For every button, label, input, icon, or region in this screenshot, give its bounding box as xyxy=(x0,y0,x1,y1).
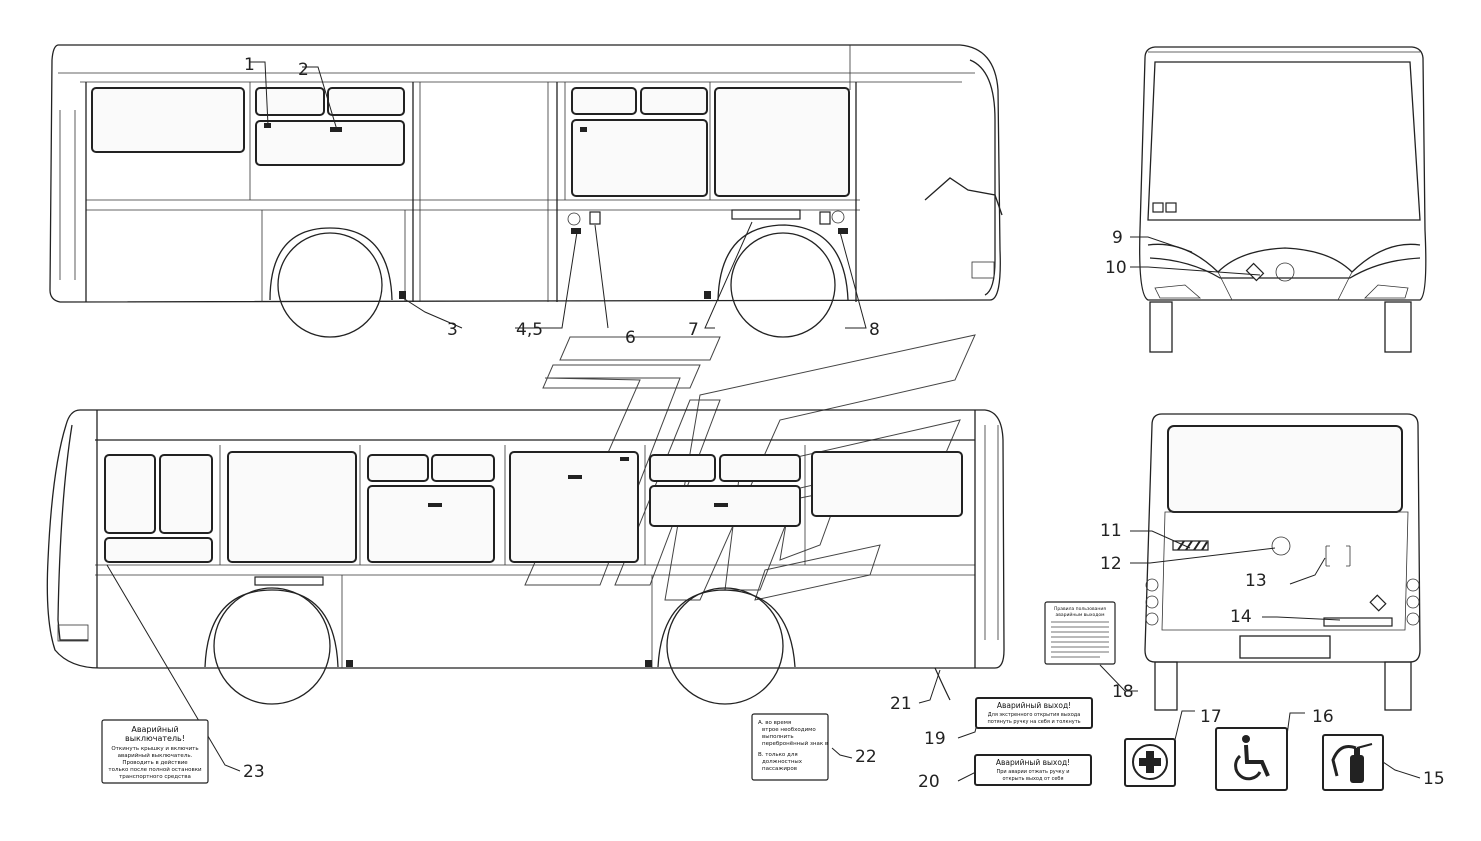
plate22-line7: пассажиров xyxy=(762,766,797,772)
plate23-line2: выключатель! xyxy=(125,734,185,743)
bus-rear-view xyxy=(1144,413,1421,711)
plate23-line6: только после полной остановки xyxy=(108,766,202,773)
plate18-line1: Правила пользования xyxy=(1054,606,1106,612)
plate22-line4: перебронённый знак в xyxy=(762,740,828,747)
plate22-line6: должностных xyxy=(762,759,803,765)
callout-15: 15 xyxy=(1423,769,1445,789)
plate23-line3: Откинуть крышку и включить xyxy=(111,746,198,752)
callout-numbers: 1 2 3 4,5 6 7 8 9 10 11 12 13 14 15 16 1… xyxy=(243,55,1445,792)
bus-side-view-right xyxy=(49,44,1003,338)
plate19-title: Аварийный выход! xyxy=(997,701,1071,710)
bus-front-view xyxy=(1139,46,1427,353)
callout-21: 21 xyxy=(890,694,912,714)
plate-23-emergency-switch: Аварийный выключатель! Откинуть крышку и… xyxy=(101,719,209,784)
callout-7: 7 xyxy=(688,320,699,340)
callout-9: 9 xyxy=(1112,228,1123,248)
plate22-line3: выполнить xyxy=(762,734,794,740)
callout-1: 1 xyxy=(244,55,255,75)
plate20-line1: При аварии отжать ручку и xyxy=(996,769,1069,775)
plate20-line2: открыть выход от себя xyxy=(1003,776,1064,782)
callout-4-5: 4,5 xyxy=(516,320,543,340)
plate23-line5: Проводить в действие xyxy=(122,759,188,766)
callout-2: 2 xyxy=(298,60,309,80)
callout-11: 11 xyxy=(1100,521,1122,541)
plate-19-emergency-exit: Аварийный выход! Для экстренного открыти… xyxy=(975,697,1093,729)
callout-20: 20 xyxy=(918,772,940,792)
callout-13: 13 xyxy=(1245,571,1267,591)
first-aid-icon xyxy=(1124,738,1176,787)
callout-12: 12 xyxy=(1100,554,1122,574)
plate20-title: Аварийный выход! xyxy=(996,758,1070,767)
leader-lines xyxy=(106,61,1421,782)
fire-extinguisher-icon xyxy=(1322,734,1384,791)
callout-16: 16 xyxy=(1312,707,1334,727)
plate19-line2: потянуть ручку на себя и толкнуть xyxy=(987,719,1080,725)
plate22-line5: В. только для xyxy=(758,752,798,758)
plate-20-emergency-exit: Аварийный выход! При аварии отжать ручку… xyxy=(974,754,1092,786)
callout-19: 19 xyxy=(924,729,946,749)
callout-22: 22 xyxy=(855,747,877,767)
callout-10: 10 xyxy=(1105,258,1127,278)
plate-18-exit-rules: Правила пользования аварийным выходом xyxy=(1044,601,1116,665)
plate22-line2: втрое необходимо xyxy=(762,727,816,733)
plate23-line4: аварийный выключатель. xyxy=(118,752,193,759)
plate22-line1: А. во время xyxy=(758,720,791,726)
callout-8: 8 xyxy=(869,320,880,340)
callout-3: 3 xyxy=(447,320,458,340)
plate-22-instruction: А. во время втрое необходимо выполнить п… xyxy=(751,713,829,781)
callout-23: 23 xyxy=(243,762,265,782)
callout-17: 17 xyxy=(1200,707,1222,727)
wheelchair-icon xyxy=(1215,727,1288,791)
callout-6: 6 xyxy=(625,328,636,348)
plate18-line2: аварийным выходом xyxy=(1055,611,1104,618)
plate23-line7: транспортного средства xyxy=(119,774,191,780)
plate23-line1: Аварийный xyxy=(131,725,178,734)
bus-side-view-left xyxy=(46,409,1005,705)
callout-14: 14 xyxy=(1230,607,1252,627)
callout-18: 18 xyxy=(1112,682,1134,702)
hatch-stripes xyxy=(1177,540,1208,551)
plate19-line1: Для экстренного открытия выхода xyxy=(988,712,1081,718)
